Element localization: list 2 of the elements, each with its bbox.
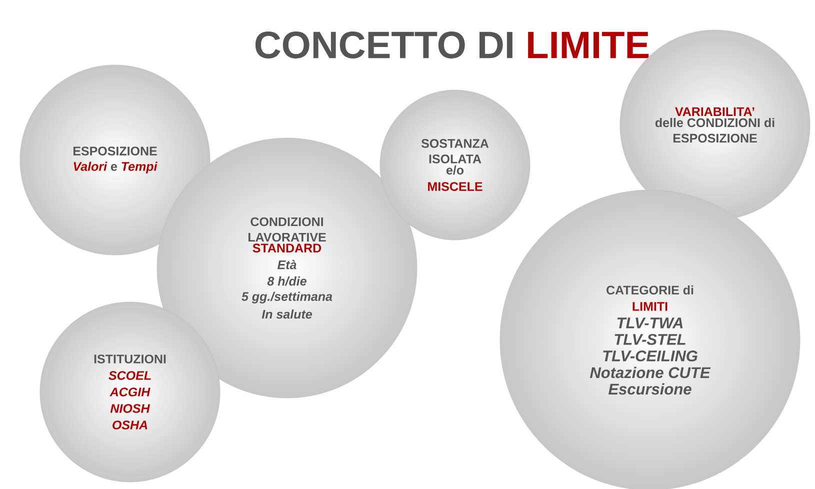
sphere: ISTITUZIONI SCOEL ACGIH NIOSH OSHA xyxy=(40,302,220,482)
sphere: SOSTANZA ISOLATA e/o MISCELE xyxy=(380,90,530,240)
